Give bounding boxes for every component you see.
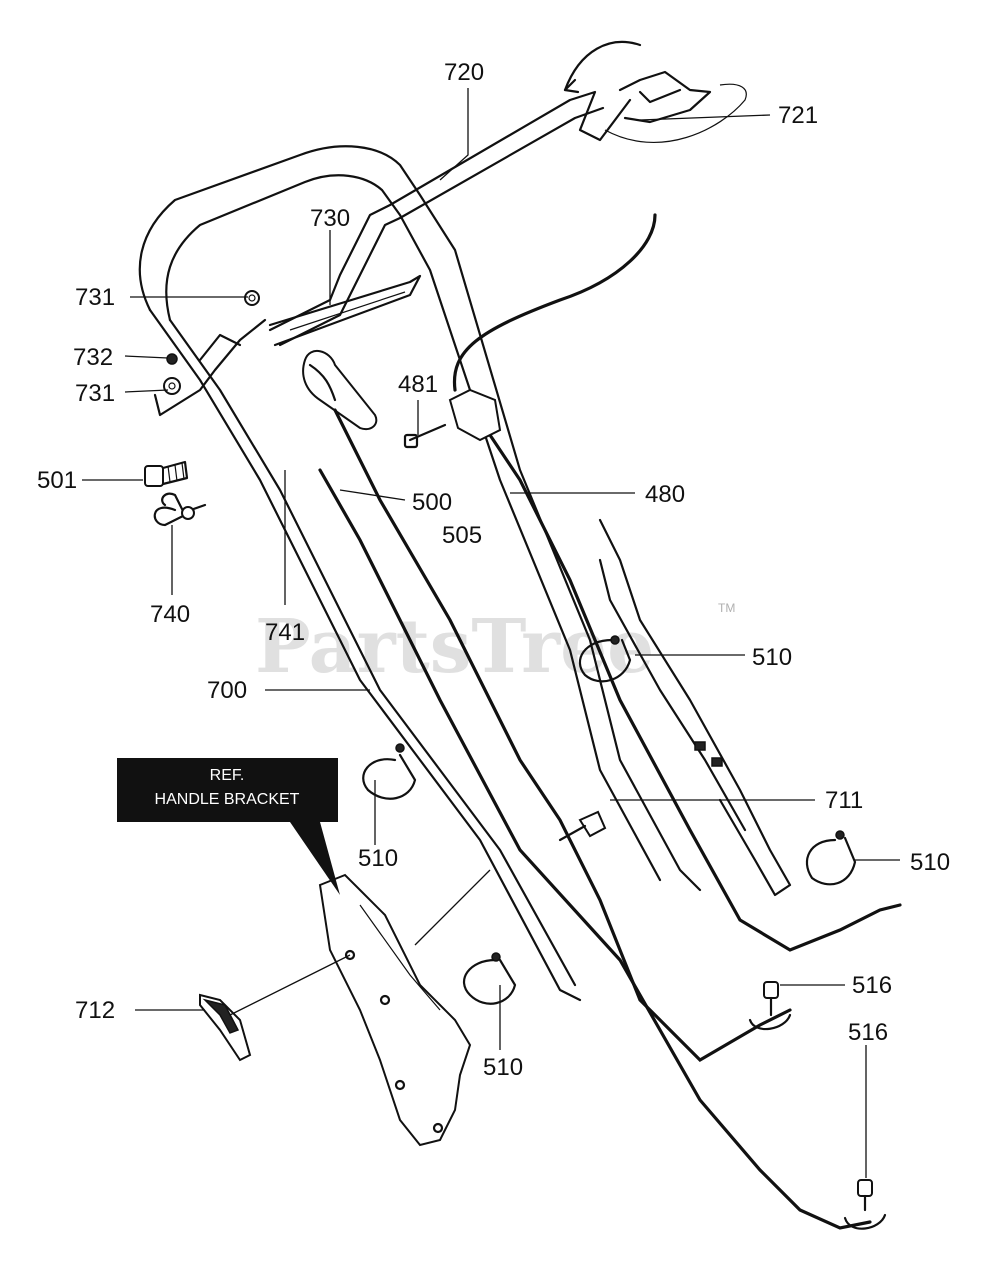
callout-480: 480	[645, 481, 685, 508]
clip-740	[153, 492, 207, 527]
callout-711: 711	[825, 787, 863, 814]
bolt-711	[558, 810, 607, 842]
ref-handle-bracket-box: REF. HANDLE BRACKET	[117, 758, 338, 822]
leader-lines	[82, 88, 900, 1178]
ref-box-pointer	[290, 822, 340, 895]
screws-516	[748, 981, 887, 1230]
right-handle-rail	[598, 518, 792, 897]
bolt-assembly-731	[153, 290, 267, 417]
control-lever-500	[302, 350, 378, 431]
callout-741: 741	[265, 619, 305, 646]
callout-510-d: 510	[483, 1054, 523, 1081]
bar-730	[268, 274, 422, 347]
callout-732: 732	[73, 344, 113, 371]
ref-box-line-1: REF.	[210, 767, 245, 784]
watermark: PartsTree	[255, 604, 654, 690]
callout-721: 721	[778, 102, 818, 129]
bail-lever	[268, 40, 747, 347]
callout-505: 505	[442, 522, 482, 549]
callout-510-b: 510	[358, 845, 398, 872]
callout-516-b: 516	[848, 1019, 888, 1046]
callout-481: 481	[398, 371, 438, 398]
block-481	[403, 388, 502, 449]
ref-box-line-2: HANDLE BRACKET	[155, 791, 300, 808]
callout-740: 740	[150, 601, 190, 628]
callout-730: 730	[310, 205, 350, 232]
callout-labels: 720 721 730 731 732 731 481 501 500 505 …	[37, 59, 950, 1081]
callout-712: 712	[75, 997, 115, 1024]
callout-516-a: 516	[852, 972, 892, 999]
cable-clips-510	[362, 635, 857, 1005]
callout-510-a: 510	[752, 644, 792, 671]
callout-731-bottom: 731	[75, 380, 115, 407]
callout-501: 501	[37, 467, 77, 494]
handle-bracket	[318, 873, 472, 1147]
callout-700: 700	[207, 677, 247, 704]
callout-500: 500	[412, 489, 452, 516]
callout-720: 720	[444, 59, 484, 86]
watermark-tm: TM	[718, 601, 735, 615]
cables	[318, 213, 902, 1230]
callout-731-top: 731	[75, 284, 115, 311]
bolt-501	[144, 460, 189, 487]
callout-510-c: 510	[910, 849, 950, 876]
plate-712	[199, 993, 252, 1062]
